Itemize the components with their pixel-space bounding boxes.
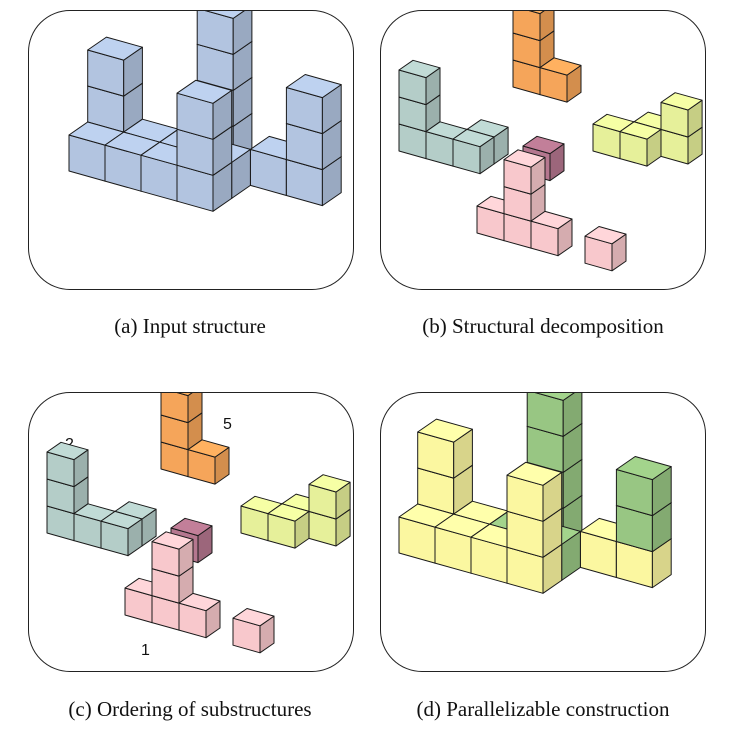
cube-top-face <box>187 439 230 458</box>
cube-top-face <box>503 149 546 168</box>
caption-c: (c) Ordering of substructures <box>68 697 312 721</box>
decomposition-diagram <box>398 11 703 272</box>
caption-a: (a) Input structure <box>114 314 266 338</box>
cube-top-face <box>87 36 143 61</box>
cube-top-face <box>522 135 565 155</box>
cube-top-face <box>178 592 221 612</box>
input-structure-diagram <box>68 11 342 212</box>
cube-top-face <box>615 456 672 481</box>
cube-top-face <box>539 57 582 76</box>
panel-ordering: 2 5 4 3 1 <box>28 392 354 672</box>
panel-parallel-construction <box>380 392 706 672</box>
cube-top-face <box>619 121 662 140</box>
parallel-construction-diagram <box>398 393 672 594</box>
cube-top-face <box>46 441 89 461</box>
cube-top-face <box>176 79 233 104</box>
cube-top-face <box>308 474 351 493</box>
cube-top-face <box>176 393 193 397</box>
ordering-diagram: 2 5 4 3 1 <box>46 393 351 659</box>
cube-top-face <box>530 210 573 230</box>
cube-top-face <box>528 11 545 15</box>
cube-top-face <box>204 11 245 19</box>
cube-top-face <box>232 608 275 627</box>
cube-top-face <box>151 531 194 550</box>
cube-top-face <box>285 74 342 99</box>
cube-top-face <box>660 92 703 111</box>
panel-input-structure <box>28 10 354 290</box>
cube-side-face <box>562 393 583 437</box>
order-label-1: 1 <box>141 642 150 659</box>
panel-structural-decomposition <box>380 10 706 290</box>
cube-top-face <box>417 418 473 443</box>
cube-side-face <box>539 11 555 42</box>
cube-top-face <box>584 226 627 245</box>
caption-d: (d) Parallelizable construction <box>416 697 670 721</box>
cube-top-face <box>170 517 213 537</box>
cube-top-face <box>506 461 563 486</box>
order-label-5: 5 <box>223 416 232 433</box>
cube-top-face <box>452 128 495 148</box>
cube-top-face <box>100 510 143 530</box>
cube-top-face <box>267 503 310 522</box>
cube-side-face <box>187 393 203 424</box>
cube-side-face <box>232 11 253 55</box>
cube-top-face <box>534 393 575 401</box>
cube-top-face <box>398 59 441 79</box>
caption-b: (b) Structural decomposition <box>422 314 664 338</box>
